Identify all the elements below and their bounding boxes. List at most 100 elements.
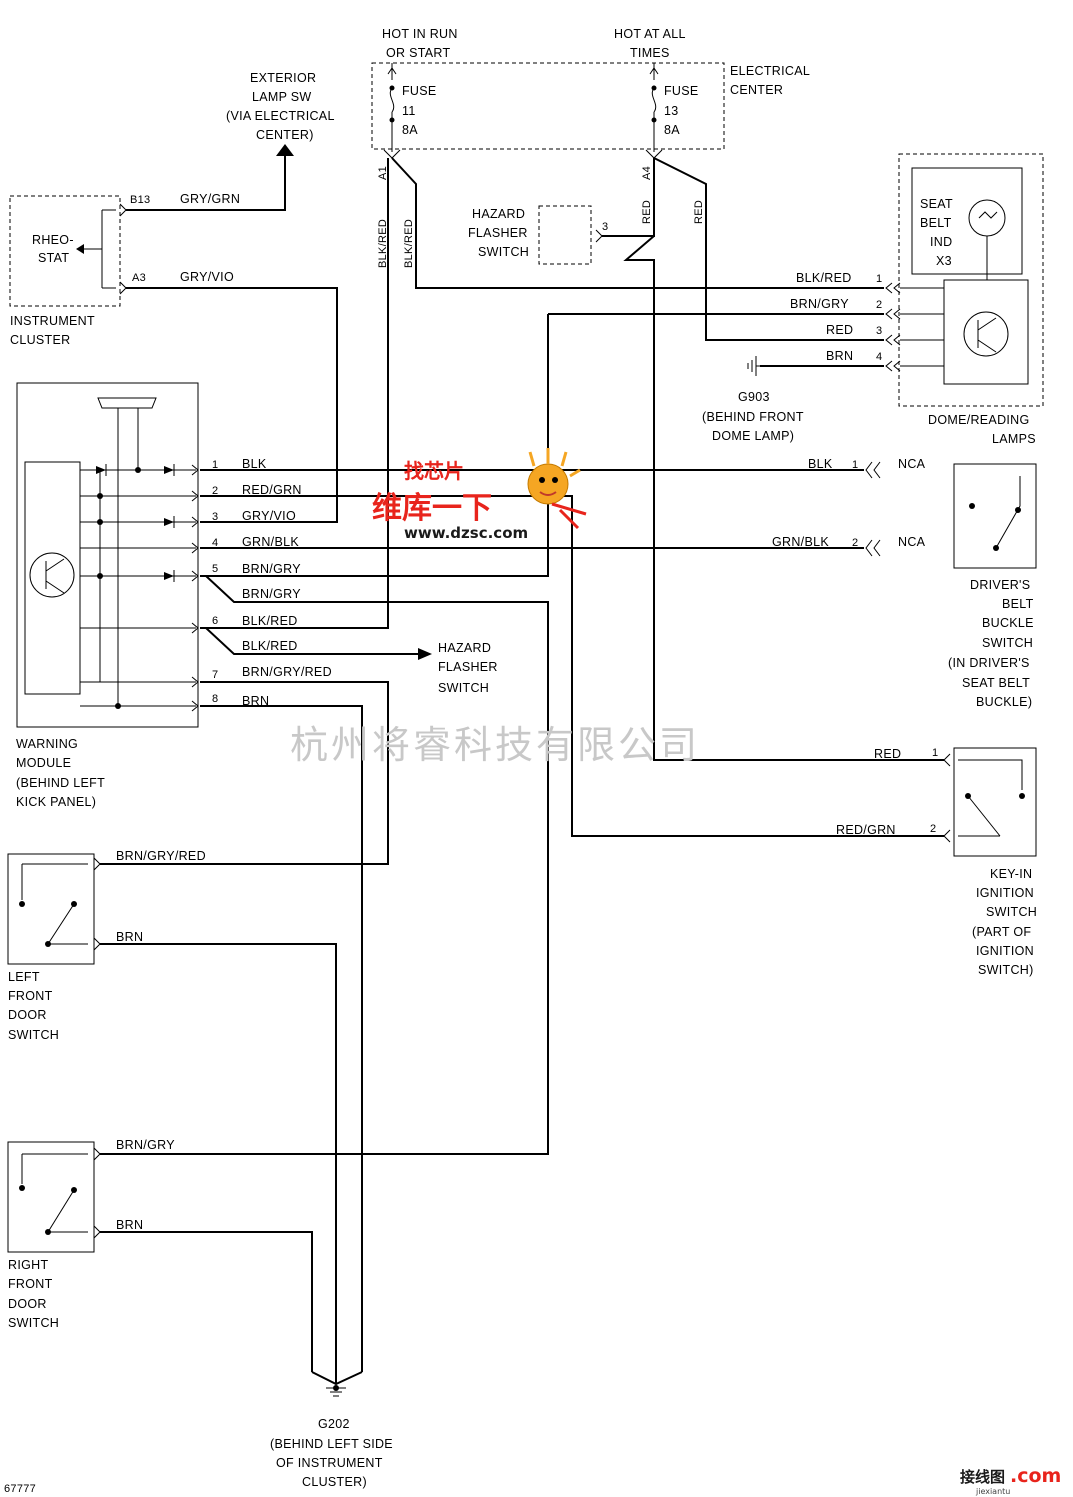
buckle-line6: SEAT BELT xyxy=(962,676,1030,690)
left-door-line4: SWITCH xyxy=(8,1028,59,1042)
module-wires: BLK RED/GRN GRY/VIO GRN/BLK BRN/GRY BRN/… xyxy=(100,314,944,1372)
hazard-mid-line1: HAZARD xyxy=(438,641,491,655)
pin-a4-label: A4 xyxy=(641,166,653,180)
key-in-line1: KEY-IN xyxy=(990,867,1032,881)
fuse-11-top-lead xyxy=(387,63,397,80)
buckle-contact-a xyxy=(969,503,975,509)
buckle-line3: BUCKLE xyxy=(982,616,1034,630)
g903-line3: DOME LAMP) xyxy=(712,429,794,443)
chime-leads xyxy=(117,408,139,432)
dome-wire4-label: BRN xyxy=(826,349,853,363)
right-door-connectors xyxy=(93,1147,101,1239)
dome-lamps-line1: DOME/READING xyxy=(928,413,1030,427)
module-transistor xyxy=(29,552,75,598)
hazard-top-line3: SWITCH xyxy=(478,245,529,259)
node-3 xyxy=(97,573,103,579)
dzsc-mascot-eye-right xyxy=(552,477,558,483)
wire-blk-red-module xyxy=(200,158,389,629)
module-pin3: 3 xyxy=(212,511,218,523)
right-door-contact-a xyxy=(19,1185,25,1191)
cluster-connector-pins xyxy=(119,203,127,295)
warning-module-line1: WARNING xyxy=(16,737,78,751)
wire-blk-red-b-module-label: BLK/RED xyxy=(242,639,298,653)
dome-lamps-box xyxy=(898,153,1044,407)
module-transistor-symbol xyxy=(45,558,65,594)
left-door-line1: LEFT xyxy=(8,970,40,984)
rheostat-pin-leads xyxy=(102,209,116,289)
wire-gry-vio xyxy=(126,287,338,523)
fuse-11-rating: 8A xyxy=(402,123,418,137)
seat-belt-ind-line1: SEAT xyxy=(920,197,953,211)
dome-reading-lamps: SEAT BELT IND X3 DOME/READING LAMPS BLK/… xyxy=(548,153,1044,446)
warning-module-line4: KICK PANEL) xyxy=(16,795,96,809)
right-door-switch-arm xyxy=(47,1189,75,1233)
fuse-11-number: 11 xyxy=(402,104,416,118)
wire-brn-gry-a-label: BRN/GRY xyxy=(242,562,301,576)
dzsc-brand-text: 维库一下 xyxy=(372,491,492,526)
left-door-switch-box xyxy=(7,853,95,965)
wire-gry-grn-label: GRY/GRN xyxy=(180,192,240,206)
dome-connector-pins xyxy=(885,282,901,372)
dome-internal-leads xyxy=(900,287,944,367)
node-1 xyxy=(97,493,103,499)
wire-gry-vio-module-label: GRY/VIO xyxy=(242,509,296,523)
rheostat-line2: STAT xyxy=(38,251,69,265)
wire-blk-label: BLK xyxy=(242,457,267,471)
key-in-line5: IGNITION xyxy=(976,944,1034,958)
buckle-line4: SWITCH xyxy=(982,636,1033,650)
exterior-lamp-line4: CENTER) xyxy=(256,128,314,142)
key-in-leads xyxy=(958,759,1023,837)
dzsc-mascot-arm xyxy=(551,502,587,530)
ground-junction xyxy=(311,1371,363,1386)
bulb-filament xyxy=(978,211,998,219)
dome-lamp-transistor xyxy=(963,311,1009,357)
g903-ground-symbol xyxy=(747,356,760,376)
g903-line2: (BEHIND FRONT xyxy=(702,410,804,424)
fuse-13-rating: 8A xyxy=(664,123,680,137)
dome-wire3-label: RED xyxy=(826,323,853,337)
hazard-mid-line2: FLASHER xyxy=(438,660,498,674)
left-door-leads xyxy=(21,863,88,945)
seat-belt-ind-line4: X3 xyxy=(936,254,952,268)
hot-all-times-label: HOT AT ALL xyxy=(614,27,686,41)
exterior-lamp-arrow xyxy=(276,144,294,156)
wire-brn-module xyxy=(200,705,363,1372)
module-pin6: 6 xyxy=(212,615,218,627)
wire-red-dome xyxy=(653,157,884,341)
dzsc-mascot-antennae xyxy=(528,448,581,478)
left-door-connectors xyxy=(93,857,101,951)
buckle-connector1 xyxy=(865,461,881,479)
fuse-11-label: FUSE xyxy=(402,84,437,98)
hazard-top-box xyxy=(538,205,592,265)
seat-belt-ind-line3: IND xyxy=(930,235,952,249)
right-door-wire2-label: BRN xyxy=(116,1218,143,1232)
left-door-line2: FRONT xyxy=(8,989,53,1003)
node-2 xyxy=(97,519,103,525)
hot-in-run-label: HOT IN RUN xyxy=(382,27,458,41)
fuse-11-node-bottom xyxy=(389,117,395,123)
corner-logo-com: .com xyxy=(1010,1465,1061,1487)
fuse-13-number: 13 xyxy=(664,104,679,118)
key-in-pin2: 2 xyxy=(930,823,936,835)
module-logic-box xyxy=(24,461,81,695)
warning-module-line3: (BEHIND LEFT xyxy=(16,776,105,790)
module-pin8: 8 xyxy=(212,693,218,705)
wire-gry-vio-label: GRY/VIO xyxy=(180,270,234,284)
instrument-cluster: RHEO- STAT B13 A3 INSTRUMENT CLUSTER GRY… xyxy=(9,156,338,523)
warning-module: 1 2 3 4 5 6 7 8 WARNING MODULE (BEHIND L… xyxy=(16,382,218,809)
g202-line4: CLUSTER) xyxy=(302,1475,367,1489)
dzsc-url: www.dzsc.com xyxy=(404,524,528,542)
chime-symbol xyxy=(97,397,157,409)
module-diodes xyxy=(96,466,174,580)
key-in-line4: (PART OF xyxy=(972,925,1031,939)
left-door-line3: DOOR xyxy=(8,1008,47,1022)
jiexiantu-logo: 接线图 .com jiexiantu xyxy=(960,1465,1061,1496)
buckle-switch-arm xyxy=(995,476,1021,549)
hazard-mid-arrow xyxy=(418,648,432,660)
right-front-door-switch: BRN/GRY BRN RIGHT FRONT DOOR SWITCH xyxy=(7,1138,313,1372)
fuse-13-symbol xyxy=(651,87,657,113)
wire-blk-red-hazard xyxy=(205,627,424,655)
key-in-connectors xyxy=(943,753,951,843)
pin-b13-label: B13 xyxy=(130,194,150,206)
